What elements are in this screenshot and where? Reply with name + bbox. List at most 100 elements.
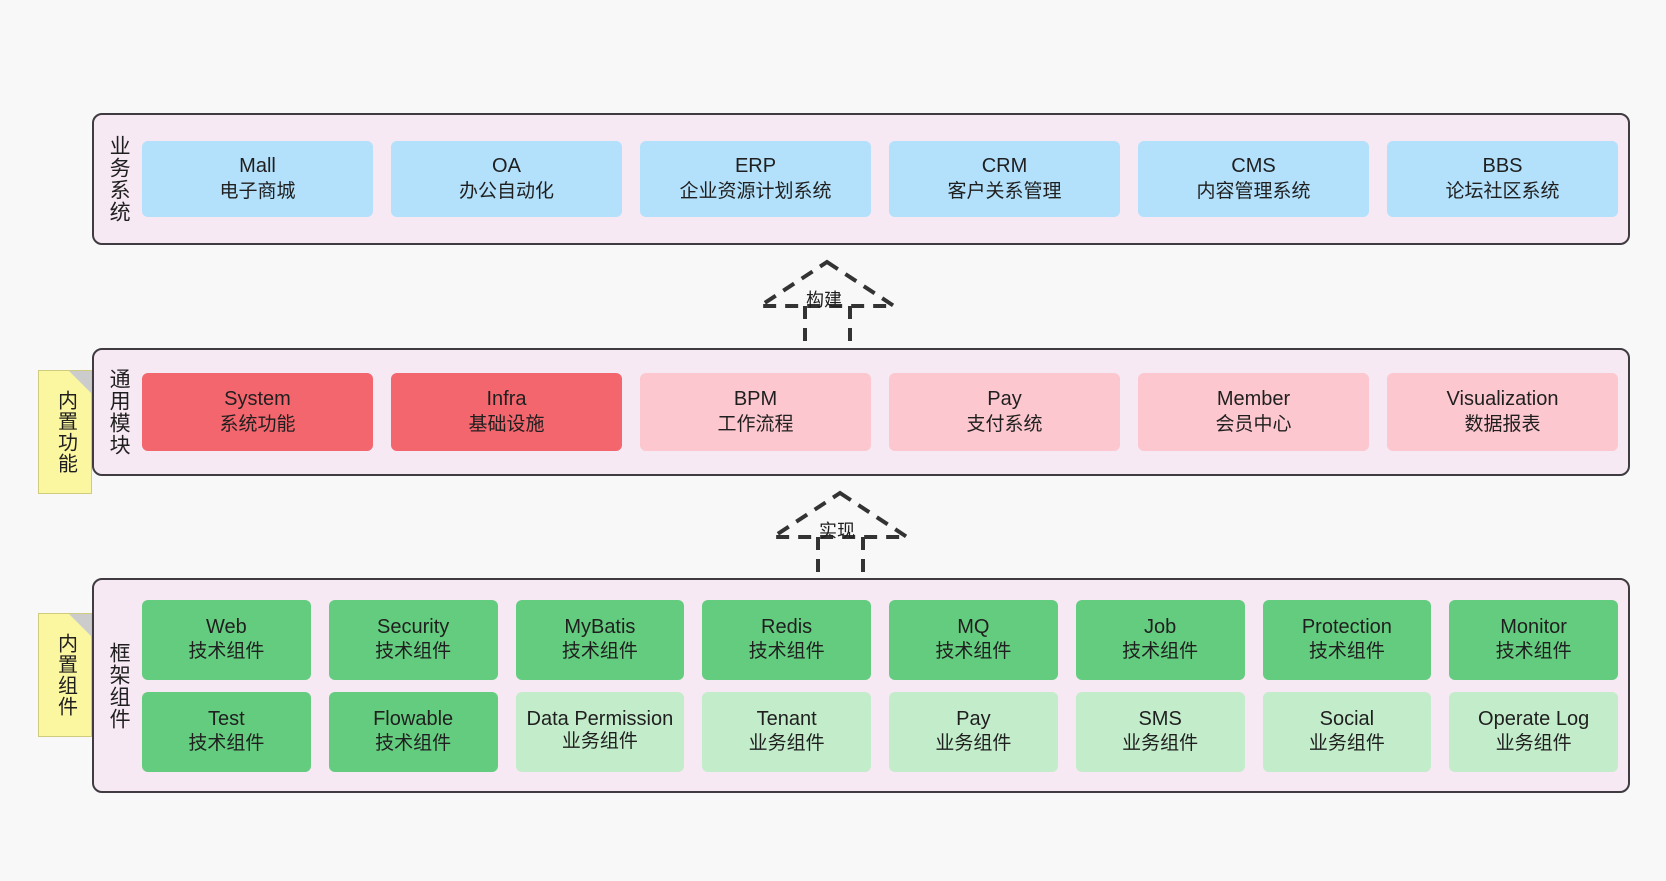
block-job[interactable]: Job 技术组件: [1075, 599, 1245, 680]
note-builtin-component-label: 内置组件: [54, 633, 77, 717]
block-subtitle: 业务组件: [1122, 733, 1199, 755]
block-mq[interactable]: MQ 技术组件: [889, 599, 1058, 680]
block-title: Visualization: [1446, 388, 1559, 411]
block-title: Tenant: [756, 707, 817, 730]
block-pay-component[interactable]: Pay 业务组件: [889, 691, 1058, 772]
block-bpm[interactable]: BPM 工作流程: [640, 373, 871, 451]
block-subtitle: 技术组件: [188, 641, 265, 663]
block-cms[interactable]: CMS 内容管理系统: [1138, 141, 1369, 217]
block-crm[interactable]: CRM 客户关系管理: [889, 141, 1120, 217]
block-subtitle: 技术组件: [935, 641, 1012, 663]
block-subtitle: 企业资源计划系统: [679, 180, 832, 202]
block-monitor[interactable]: Monitor 技术组件: [1449, 599, 1618, 680]
arrowhead-triangle: [753, 259, 901, 308]
note-builtin-function[interactable]: 内置功能: [38, 370, 92, 494]
layer-framework-component[interactable]: 框架组件 Web 技术组件 Security 技术组件 MyBatis 技术组件…: [92, 578, 1630, 793]
layer-business-system-body: Mall 电子商城 OA 办公自动化 ERP 企业资源计划系统 CRM 客户关系…: [142, 115, 1628, 243]
block-row: Test 技术组件 Flowable 技术组件 Data Permission …: [142, 691, 1618, 772]
block-security[interactable]: Security 技术组件: [328, 599, 498, 680]
block-subtitle: 系统功能: [219, 413, 296, 435]
block-subtitle: 业务组件: [935, 733, 1012, 755]
block-title: Social: [1319, 707, 1375, 730]
block-subtitle: 技术组件: [1495, 641, 1572, 663]
block-title: Infra: [486, 388, 527, 411]
block-row: System 系统功能 Infra 基础设施 BPM 工作流程 Pay 支付系统…: [142, 373, 1618, 451]
block-title: MQ: [957, 615, 990, 638]
layer-business-system[interactable]: 业务系统 Mall 电子商城 OA 办公自动化 ERP 企业资源计划系统 CRM…: [92, 113, 1630, 245]
block-subtitle: 工作流程: [717, 413, 794, 435]
block-sms[interactable]: SMS 业务组件: [1075, 691, 1245, 772]
note-builtin-component[interactable]: 内置组件: [38, 613, 92, 737]
arrowhead-triangle: [766, 490, 914, 539]
block-title: SMS: [1138, 707, 1182, 730]
block-title: MyBatis: [564, 615, 636, 638]
block-title: Pay: [956, 707, 991, 730]
block-web[interactable]: Web 技术组件: [142, 599, 311, 680]
block-data-permission[interactable]: Data Permission 业务组件: [515, 691, 685, 772]
connector-implement: 实现: [766, 489, 914, 579]
layer-framework-component-label: 框架组件: [107, 641, 131, 730]
block-subtitle: 业务组件: [1308, 733, 1385, 755]
block-row: Web 技术组件 Security 技术组件 MyBatis 技术组件 Redi…: [142, 599, 1618, 680]
block-title: Security: [377, 615, 450, 638]
connector-build: 构建: [753, 258, 901, 348]
block-subtitle: 办公自动化: [458, 180, 554, 202]
block-tenant[interactable]: Tenant 业务组件: [702, 691, 871, 772]
block-erp[interactable]: ERP 企业资源计划系统: [640, 141, 871, 217]
arrow-shaft: [816, 537, 865, 579]
block-title: Test: [208, 707, 245, 730]
layer-business-system-label: 业务系统: [107, 135, 131, 223]
block-flowable[interactable]: Flowable 技术组件: [328, 691, 498, 772]
block-subtitle: 客户关系管理: [947, 180, 1062, 202]
block-title: Protection: [1301, 615, 1392, 638]
block-pay-module[interactable]: Pay 支付系统: [889, 373, 1120, 451]
layer-framework-component-body: Web 技术组件 Security 技术组件 MyBatis 技术组件 Redi…: [142, 580, 1628, 791]
block-title: Monitor: [1500, 615, 1567, 638]
block-redis[interactable]: Redis 技术组件: [702, 599, 871, 680]
block-subtitle: 业务组件: [1495, 733, 1572, 755]
block-system[interactable]: System 系统功能: [142, 373, 373, 451]
layer-common-module-label: 通用模块: [107, 368, 131, 456]
block-social[interactable]: Social 业务组件: [1262, 691, 1432, 772]
block-title: Job: [1144, 615, 1177, 638]
block-title: Operate Log: [1478, 707, 1590, 730]
note-fold-corner: [69, 614, 91, 636]
block-subtitle: 论坛社区系统: [1445, 180, 1560, 202]
block-subtitle: 技术组件: [188, 733, 265, 755]
block-title: Web: [205, 615, 247, 638]
block-title: BBS: [1482, 155, 1523, 178]
block-subtitle: 技术组件: [748, 641, 825, 663]
block-oa[interactable]: OA 办公自动化: [391, 141, 622, 217]
block-subtitle: 技术组件: [561, 641, 638, 663]
block-title: ERP: [734, 155, 777, 178]
block-subtitle: 基础设施: [468, 413, 545, 435]
connector-implement-label: 实现: [819, 521, 855, 541]
block-visualization[interactable]: Visualization 数据报表: [1387, 373, 1618, 451]
arrow-shaft: [803, 306, 852, 348]
block-subtitle: 数据报表: [1464, 413, 1541, 435]
block-operate-log[interactable]: Operate Log 业务组件: [1449, 691, 1618, 772]
block-subtitle: 技术组件: [375, 641, 452, 663]
block-subtitle: 技术组件: [375, 733, 452, 755]
block-member[interactable]: Member 会员中心: [1138, 373, 1369, 451]
block-title: Redis: [761, 615, 813, 638]
block-subtitle: 技术组件: [1308, 641, 1385, 663]
block-protection[interactable]: Protection 技术组件: [1262, 599, 1432, 680]
block-infra[interactable]: Infra 基础设施: [391, 373, 622, 451]
note-fold-corner: [69, 371, 91, 393]
block-title: CMS: [1231, 155, 1276, 178]
block-subtitle: 内容管理系统: [1196, 180, 1311, 202]
block-subtitle: 会员中心: [1215, 413, 1292, 435]
block-title: Mall: [239, 155, 276, 178]
layer-common-module[interactable]: 通用模块 System 系统功能 Infra 基础设施 BPM 工作流程 Pay…: [92, 348, 1630, 476]
block-title: CRM: [981, 155, 1028, 178]
block-bbs[interactable]: BBS 论坛社区系统: [1387, 141, 1618, 217]
block-title: BPM: [733, 388, 778, 411]
block-subtitle: 电子商城: [219, 180, 296, 202]
connector-build-label: 构建: [806, 290, 842, 310]
block-subtitle: 技术组件: [1122, 641, 1199, 663]
block-test[interactable]: Test 技术组件: [142, 691, 311, 772]
block-mybatis[interactable]: MyBatis 技术组件: [515, 599, 685, 680]
block-mall[interactable]: Mall 电子商城: [142, 141, 373, 217]
